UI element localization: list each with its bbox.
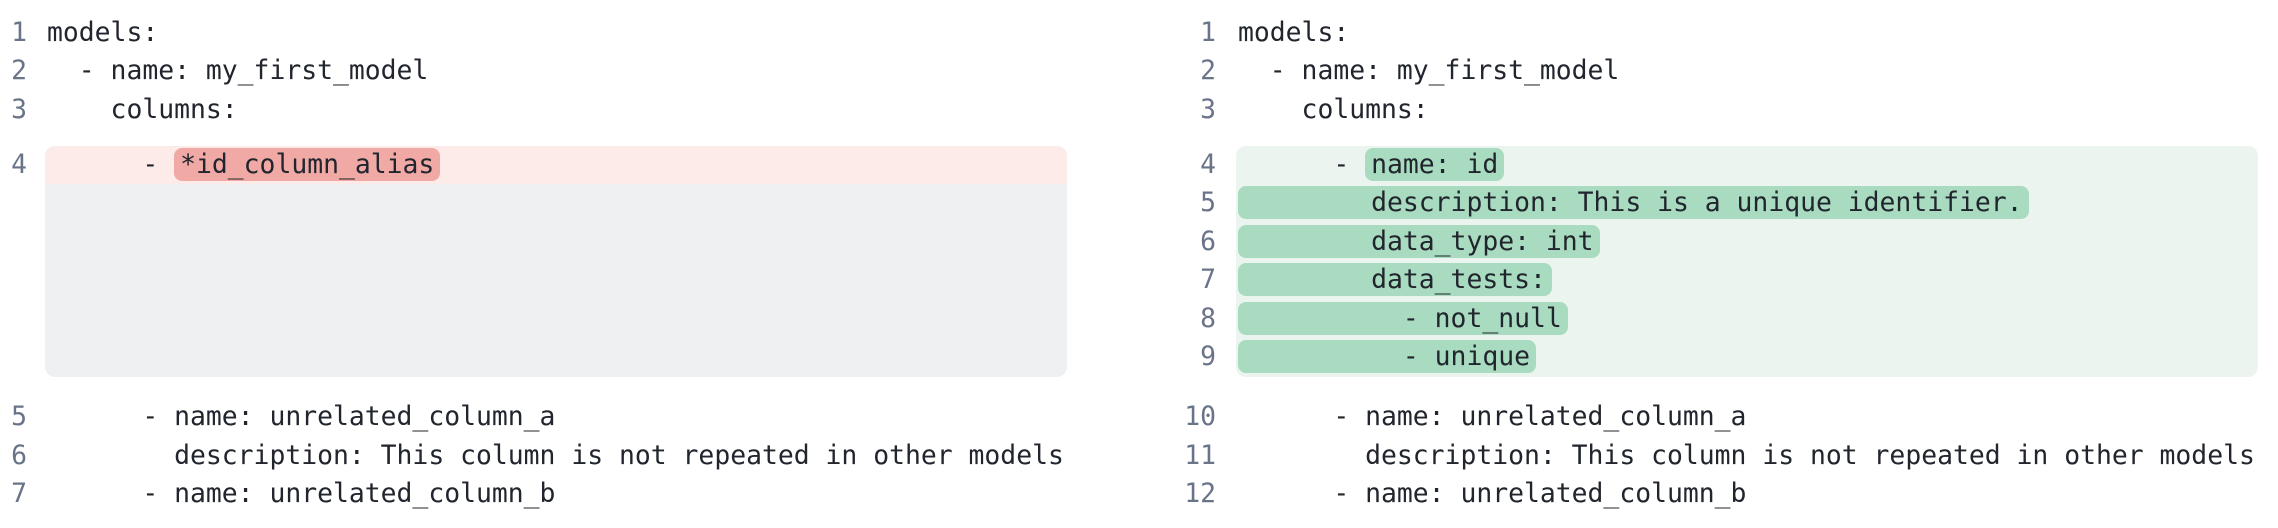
code-segment: description: This column is not repeated… (47, 439, 1064, 471)
added-token: data_type: int (1238, 224, 1600, 258)
added-token: - unique (1238, 340, 1536, 373)
code-text: - name: unrelated_column_a (1236, 398, 2258, 437)
code-line: 2 - name: my_first_model (0, 52, 1067, 91)
code-text (45, 184, 1067, 377)
line-number: 3 (1200, 93, 1216, 125)
line-number: 12 (1184, 478, 1216, 509)
code-segment: - name: my_first_model (1238, 55, 1620, 86)
code-segment: - name: unrelated_column_b (1238, 478, 1747, 509)
code-segment: - (1238, 148, 1366, 180)
code-segment: - name: unrelated_column_b (47, 478, 556, 509)
line-number: 4 (11, 148, 27, 180)
code-line: 12 - name: unrelated_column_b (1136, 475, 2258, 514)
line-number: 5 (11, 401, 27, 432)
code-line: 2 - name: my_first_model (1136, 52, 2258, 91)
code-line: 11 description: This column is not repea… (1136, 437, 2258, 476)
code-line: 7 - name: unrelated_column_b (0, 475, 1067, 514)
line-number: 2 (1200, 55, 1216, 86)
code-text: models: (45, 14, 1067, 53)
code-segment: - name: my_first_model (47, 55, 429, 86)
code-line: 5 - name: unrelated_column_a (0, 398, 1067, 437)
line-number: 11 (1184, 439, 1216, 471)
line-number: 6 (11, 439, 27, 471)
line-number: 9 (1200, 341, 1216, 372)
code-segment: models: (1238, 16, 1350, 48)
code-line: 1 models: (0, 14, 1067, 53)
line-number: 4 (1200, 148, 1216, 180)
code-line: 4 - *id_column_alias (0, 145, 1067, 184)
code-line: 5 description: This is a unique identifi… (1136, 184, 2258, 223)
line-number: 2 (11, 55, 27, 86)
line-number: 3 (11, 93, 27, 125)
code-text: - name: unrelated_column_b (1236, 475, 2258, 514)
code-line: 8 - not_null (1136, 299, 2258, 338)
code-line: 1 models: (1136, 14, 2258, 53)
code-segment: - name: unrelated_column_a (1238, 401, 1747, 432)
code-text: data_type: int (1236, 222, 2258, 261)
line-number: 8 (1200, 302, 1216, 334)
line-number: 10 (1184, 401, 1216, 432)
code-line: 6 description: This column is not repeat… (0, 437, 1067, 476)
code-line: 4 - name: id (1136, 145, 2258, 184)
code-text: data_tests: (1236, 261, 2258, 300)
code-text: models: (1236, 14, 2258, 53)
line-number (0, 184, 27, 377)
code-text: - *id_column_alias (45, 145, 1067, 184)
line-number: 1 (1200, 16, 1216, 48)
code-line: 3 columns: (0, 91, 1067, 130)
removed-token: *id_column_alias (174, 147, 441, 181)
added-token: description: This is a unique identifier… (1238, 186, 2029, 219)
code-segment: columns: (1238, 93, 1429, 125)
line-number: 1 (11, 16, 27, 48)
code-text: - name: unrelated_column_b (45, 475, 1067, 514)
code-segment: description: This column is not repeated… (1238, 439, 2255, 471)
code-text: columns: (1236, 91, 2258, 130)
collapsed-filler-row (0, 184, 1067, 377)
code-text: description: This column is not repeated… (1236, 437, 2258, 476)
code-text: - not_null (1236, 299, 2258, 338)
code-text: columns: (45, 91, 1067, 130)
code-text: - unique (1236, 338, 2258, 377)
code-segment: models: (47, 16, 159, 48)
code-line: 3 columns: (1136, 91, 2258, 130)
code-text: description: This column is not repeated… (45, 437, 1067, 476)
line-number: 6 (1200, 225, 1216, 257)
code-segment: columns: (47, 93, 238, 125)
code-text: - name: my_first_model (1236, 52, 2258, 91)
code-line: 10 - name: unrelated_column_a (1136, 398, 2258, 437)
added-token: - not_null (1238, 301, 1568, 335)
code-segment: - (47, 148, 175, 180)
line-number: 7 (1200, 264, 1216, 295)
code-text: - name: my_first_model (45, 52, 1067, 91)
line-number: 5 (1200, 187, 1216, 218)
code-line: 7 data_tests: (1136, 261, 2258, 300)
code-line: 6 data_type: int (1136, 222, 2258, 261)
added-token: data_tests: (1238, 263, 1552, 296)
code-text: - name: id (1236, 145, 2258, 184)
line-number: 7 (11, 478, 27, 509)
code-line: 9 - unique (1136, 338, 2258, 377)
added-token: name: id (1365, 147, 1505, 181)
code-text: description: This is a unique identifier… (1236, 184, 2258, 223)
code-segment: - name: unrelated_column_a (47, 401, 556, 432)
code-text: - name: unrelated_column_a (45, 398, 1067, 437)
